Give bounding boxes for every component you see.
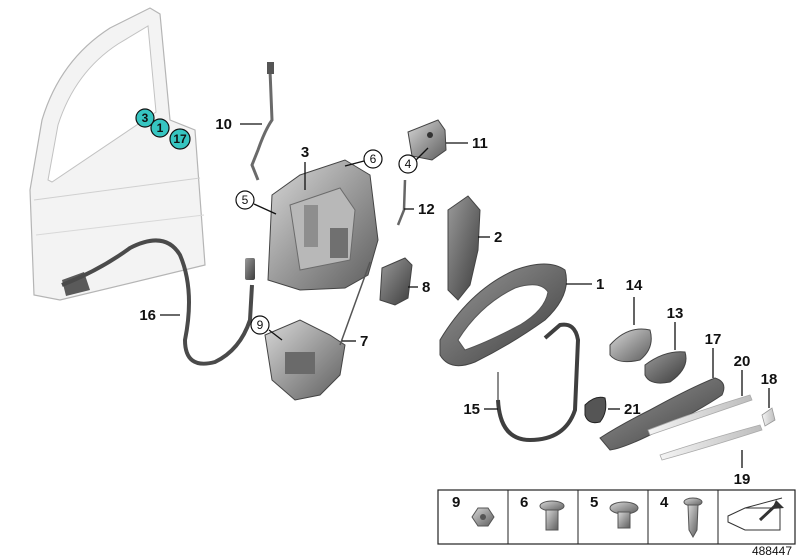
label-19[interactable]: 19	[734, 450, 751, 488]
label-15-text: 15	[463, 401, 480, 418]
door-shell	[29, 7, 206, 301]
part-16-bowden-cable	[61, 238, 255, 366]
fastener-cell-9[interactable]: 9	[452, 494, 495, 527]
part-13-cap	[644, 351, 687, 384]
fastener-4-label: 4	[660, 494, 669, 511]
reference-number: 488447	[752, 544, 792, 558]
label-1[interactable]: 1	[566, 276, 604, 293]
label-12[interactable]: 12	[404, 201, 435, 218]
label-15[interactable]: 15	[463, 401, 498, 418]
part-1-handle-carrier	[439, 263, 567, 367]
label-3-text: 3	[301, 144, 309, 161]
door-callout-3[interactable]: 3	[135, 108, 155, 128]
label-20-text: 20	[734, 353, 751, 370]
label-17-text: 17	[705, 331, 722, 348]
door-callout-17[interactable]: 17	[169, 128, 191, 150]
part-15-cable	[496, 322, 581, 443]
fastener-cell-5[interactable]: 5	[590, 494, 639, 529]
label-2-text: 2	[494, 229, 502, 246]
part-10-rod	[250, 62, 274, 181]
label-4[interactable]: 4	[398, 147, 429, 174]
label-9-text: 9	[257, 318, 264, 332]
label-18[interactable]: 18	[761, 371, 778, 408]
part-21-gasket	[584, 396, 607, 424]
door-callout-17-label: 17	[173, 132, 187, 146]
label-16-text: 16	[139, 307, 156, 324]
label-21-text: 21	[624, 401, 641, 418]
label-13-text: 13	[667, 305, 684, 322]
label-7[interactable]: 7	[342, 333, 368, 350]
label-7-text: 7	[360, 333, 368, 350]
label-8[interactable]: 8	[408, 279, 430, 296]
label-21[interactable]: 21	[608, 401, 641, 418]
part-14-cover	[609, 328, 652, 363]
part-2-carrier	[447, 195, 481, 301]
label-18-text: 18	[761, 371, 778, 388]
label-6-text: 6	[370, 152, 377, 166]
label-5-text: 5	[242, 193, 249, 207]
door-callout-3-label: 3	[142, 111, 149, 125]
part-3-lock-housing	[267, 159, 379, 291]
fastener-5-label: 5	[590, 494, 598, 511]
label-6[interactable]: 6	[344, 149, 383, 169]
label-8-text: 8	[422, 279, 430, 296]
part-19-trim-strip	[659, 424, 763, 461]
label-2[interactable]: 2	[478, 229, 502, 246]
label-14[interactable]: 14	[626, 277, 643, 325]
door-callout-1[interactable]: 1	[150, 118, 170, 138]
label-11-text: 11	[472, 135, 488, 152]
label-20[interactable]: 20	[734, 353, 751, 396]
label-9[interactable]: 9	[250, 315, 283, 341]
label-14-text: 14	[626, 277, 643, 294]
label-10-text: 10	[215, 116, 232, 133]
label-13[interactable]: 13	[667, 305, 684, 350]
fastener-6-label: 6	[520, 494, 528, 511]
fastener-9-label: 9	[452, 494, 460, 511]
label-19-text: 19	[734, 471, 751, 488]
part-12-rod	[396, 179, 407, 226]
label-17[interactable]: 17	[705, 331, 722, 378]
part-7-actuator	[264, 261, 371, 401]
fastener-cell-symbol	[727, 497, 784, 531]
fastener-table: 9 6 5 4	[437, 489, 796, 545]
part-11-striker	[407, 119, 447, 161]
label-11[interactable]: 11	[446, 135, 488, 152]
label-12-text: 12	[418, 201, 435, 218]
label-5[interactable]: 5	[235, 190, 277, 215]
door-callout-1-label: 1	[157, 121, 164, 135]
label-3[interactable]: 3	[301, 144, 309, 190]
part-20-trim-strip	[647, 394, 753, 436]
fastener-cell-6[interactable]: 6	[520, 494, 565, 531]
fastener-cell-4[interactable]: 4	[660, 494, 703, 539]
part-18-end-cap	[761, 407, 776, 427]
label-4-text: 4	[405, 157, 412, 171]
label-10[interactable]: 10	[215, 116, 262, 133]
label-16[interactable]: 16	[139, 307, 180, 324]
part-8-bracket	[379, 257, 413, 306]
label-1-text: 1	[596, 276, 604, 293]
